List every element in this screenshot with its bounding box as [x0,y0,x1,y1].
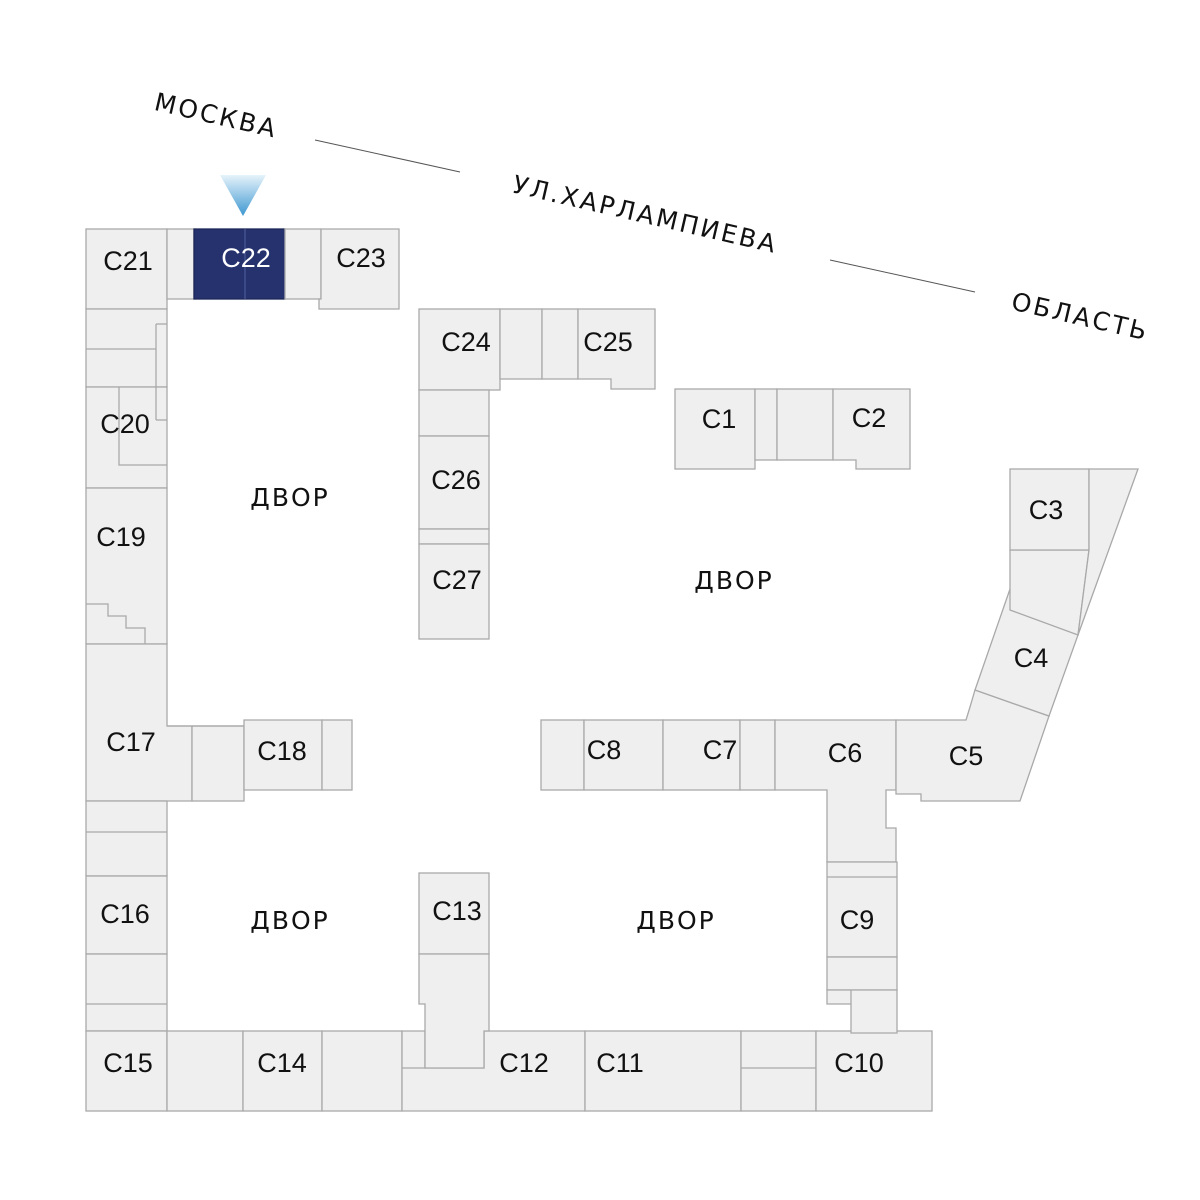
section-label-c7: С7 [703,735,738,765]
block-segment [191,725,245,802]
block-segment [776,388,834,461]
street-label-street-name: УЛ.ХАРЛАМПИЕВА [510,170,781,259]
section-block-c14[interactable] [242,1030,323,1112]
block-segment [321,719,353,791]
section-block-c16[interactable] [85,875,168,955]
block-segment [166,228,195,300]
block-segment [284,228,322,300]
section-label-c6: С6 [828,738,863,768]
section-label-c5: С5 [949,741,984,771]
upper-middle-wing [418,308,911,640]
street-line [314,139,461,173]
section-label-c19: С19 [96,522,146,552]
section-block-c10[interactable] [815,1030,933,1112]
courtyard-label: ДВОР [250,906,329,935]
bottom-wing [85,872,933,1112]
block-divider [118,387,167,466]
block-segment [85,953,168,1032]
block-segment [321,1030,403,1112]
courtyard-labels: ДВОР ДВОР ДВОР ДВОР [250,483,773,935]
section-label-c1: С1 [702,404,737,434]
section-label-c10: С10 [834,1048,884,1078]
section-block-c3[interactable] [1009,468,1090,551]
middle-right-wing [540,468,1139,1034]
section-block-c2[interactable] [832,388,911,470]
street-line [829,259,976,293]
street-label-moskva: МОСКВА [152,87,281,144]
left-wing [85,228,400,1032]
section-label-c25: С25 [583,327,633,357]
block-segment [418,953,490,1069]
section-label-c8: С8 [587,735,622,765]
section-label-c13: С13 [432,896,482,926]
section-block-c7[interactable] [662,719,741,791]
section-label-c16: С16 [100,899,150,929]
section-label-c14: С14 [257,1048,307,1078]
block-segment [418,389,490,437]
section-block-c9[interactable] [826,861,898,958]
section-block-c13[interactable] [418,872,490,955]
block-segment [754,388,778,461]
section-label-c18: С18 [257,736,307,766]
block-segment [739,719,776,791]
section-label-c15: С15 [103,1048,153,1078]
block-stairs [86,603,146,644]
section-label-c12: С12 [499,1048,549,1078]
street-label-oblast: ОБЛАСТЬ [1009,287,1152,347]
section-labels: С1 С2 С3 С4 С5 С6 С7 С8 С9 С10 С11 С12 С… [96,243,1063,1078]
section-label-c2: С2 [852,403,887,433]
section-label-c21: С21 [103,246,153,276]
section-block-c22[interactable] [193,228,286,300]
courtyard-label: ДВОР [250,483,329,512]
block-segment [166,1030,244,1112]
block-segment [85,800,168,877]
block-segment [826,956,898,991]
section-label-c26: С26 [431,465,481,495]
section-label-c24: С24 [441,327,491,357]
block-segment [1077,468,1139,636]
section-label-c17: С17 [106,727,156,757]
section-label-c9: С9 [840,905,875,935]
section-block-c8[interactable] [583,719,664,791]
section-block-c17[interactable] [85,643,193,802]
section-label-c20: С20 [100,409,150,439]
courtyard-label: ДВОР [694,566,773,595]
block-segment [826,989,898,1034]
section-label-c3: С3 [1029,495,1064,525]
triangle-down-marker-icon [220,175,266,216]
section-block-c21[interactable] [85,228,168,310]
section-block-c5[interactable] [895,689,1050,802]
block-segment [499,308,543,380]
block-segment [85,308,168,388]
section-block-c27[interactable] [418,543,490,640]
section-block-c15[interactable] [85,1030,168,1112]
block-segment [541,308,579,380]
section-label-c4: С4 [1014,643,1049,673]
section-label-c22: С22 [221,243,271,273]
section-block-c26[interactable] [418,435,490,530]
section-label-c11: С11 [596,1048,644,1078]
block-segment [540,719,585,791]
street-label-group: МОСКВА УЛ.ХАРЛАМПИЕВА ОБЛАСТЬ [152,87,1152,346]
block-segment [740,1030,817,1112]
section-block-c25[interactable] [577,308,656,390]
block-segment [418,528,490,545]
section-label-c23: С23 [336,243,386,273]
section-label-c27: С27 [432,565,482,595]
courtyard-label: ДВОР [636,906,715,935]
section-block-c23[interactable] [318,228,400,310]
